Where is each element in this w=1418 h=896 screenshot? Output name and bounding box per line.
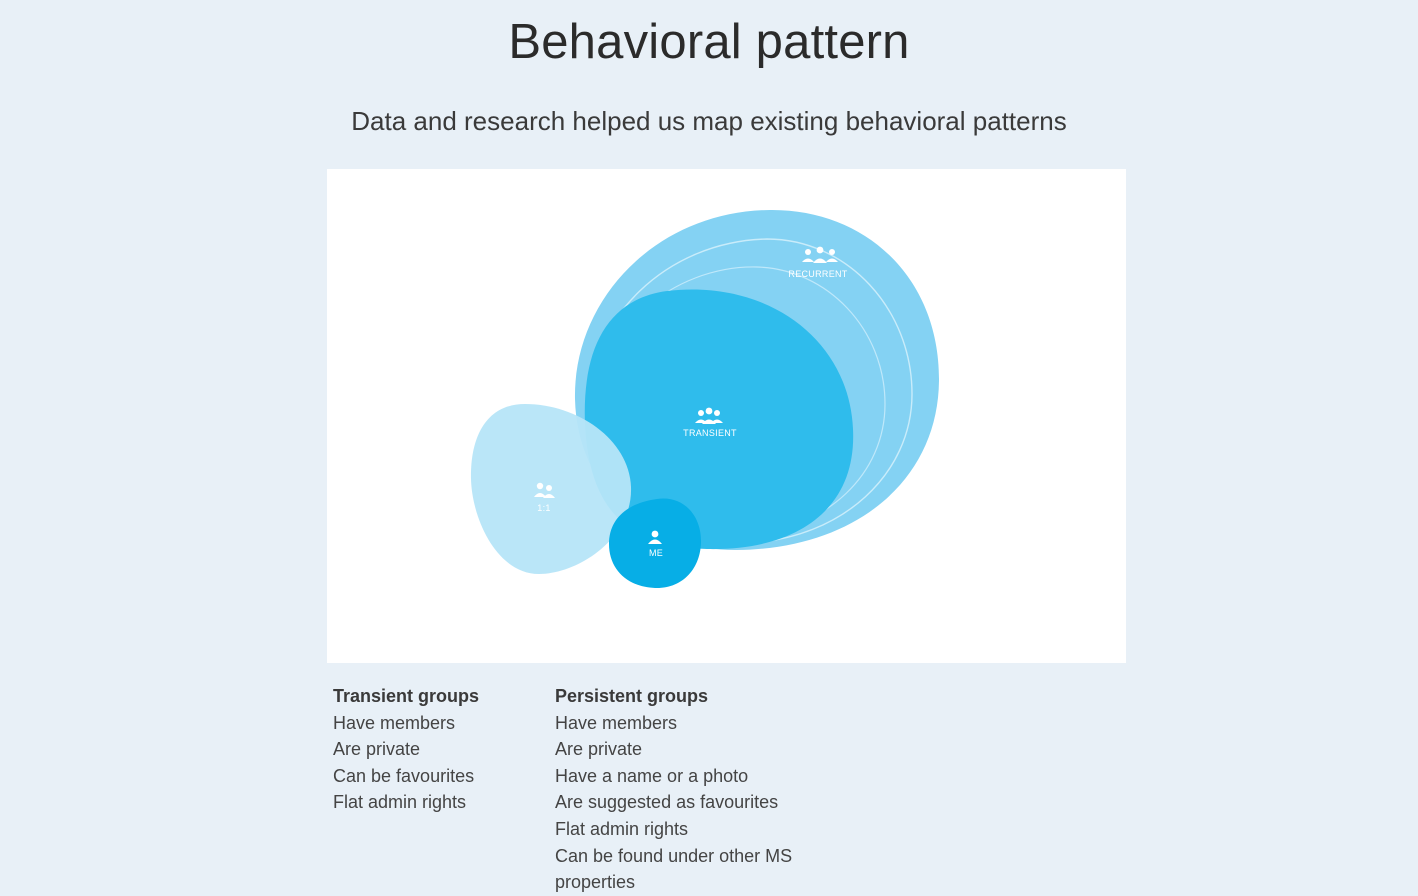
transient-label: TRANSIENT <box>683 428 737 438</box>
transient-bubble: TRANSIENT <box>584 289 854 550</box>
list-item: Have members <box>555 712 678 733</box>
transient-group-icon <box>695 407 723 424</box>
recurrent-group-icon <box>802 246 838 263</box>
me-label: ME <box>649 548 663 558</box>
recurrent-label: RECURRENT <box>788 269 847 279</box>
transient-bubble-shape <box>584 289 854 550</box>
list-item: Flat admin rights <box>333 792 467 813</box>
list-item: Can be found under other MS properties <box>555 845 793 893</box>
list-item: Are suggested as favourites <box>555 792 779 813</box>
me-bubble: ME <box>609 498 701 589</box>
list-item: Are private <box>555 739 643 760</box>
list-item: Are private <box>333 739 421 760</box>
list-item: Have members <box>333 712 456 733</box>
transient-groups-heading: Transient groups <box>333 686 480 706</box>
one-to-one-bubble: 1:1 <box>470 404 632 574</box>
list-item: Have a name or a photo <box>555 765 749 786</box>
behavior-diagram: RECURRENT TRANSIENT 1:1 <box>470 209 939 589</box>
one-to-one-label: 1:1 <box>537 503 550 513</box>
persistent-groups-heading: Persistent groups <box>555 686 709 706</box>
diagram-card: RECURRENT TRANSIENT 1:1 <box>327 169 1126 663</box>
page-subtitle: Data and research helped us map existing… <box>351 106 1067 136</box>
list-item: Flat admin rights <box>555 818 689 839</box>
pair-icon <box>534 482 555 498</box>
page-title: Behavioral pattern <box>508 15 910 69</box>
person-icon <box>648 530 662 544</box>
list-item: Can be favourites <box>333 765 475 786</box>
